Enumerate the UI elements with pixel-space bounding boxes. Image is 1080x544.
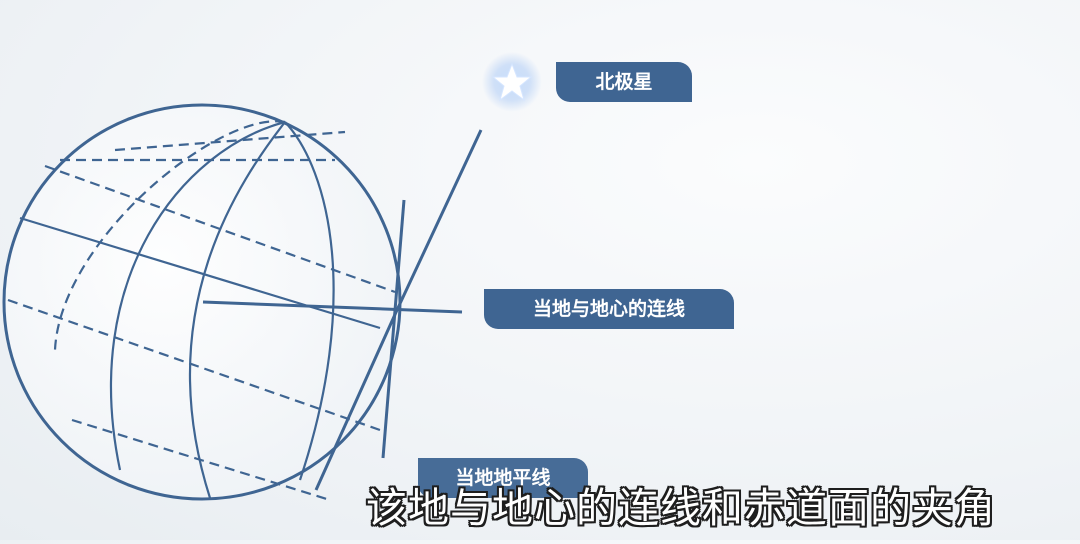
polaris-line-extension (314, 309, 399, 491)
local-horizon-line (381, 199, 406, 459)
polaris-label: 北极星 (556, 62, 692, 102)
meridian-line (188, 121, 286, 499)
local-center-line-label: 当地与地心的连线 (484, 289, 734, 329)
latitude-line (114, 130, 346, 152)
equator-line (19, 216, 381, 330)
globe-outline (2, 103, 402, 501)
local-horizon-label: 当地地平线 (418, 458, 588, 498)
local-to-center-line (202, 300, 463, 314)
latitude-line (7, 298, 381, 432)
star-icon (482, 52, 542, 112)
meridian-line (284, 121, 335, 481)
meridian-line (110, 120, 286, 471)
reference-lines (202, 129, 483, 491)
latitude-line (71, 418, 331, 502)
polaris-line (395, 129, 483, 311)
video-subtitle: 该地与地心的连线和赤道面的夹角 (366, 484, 996, 532)
earth-globe (2, 103, 402, 502)
